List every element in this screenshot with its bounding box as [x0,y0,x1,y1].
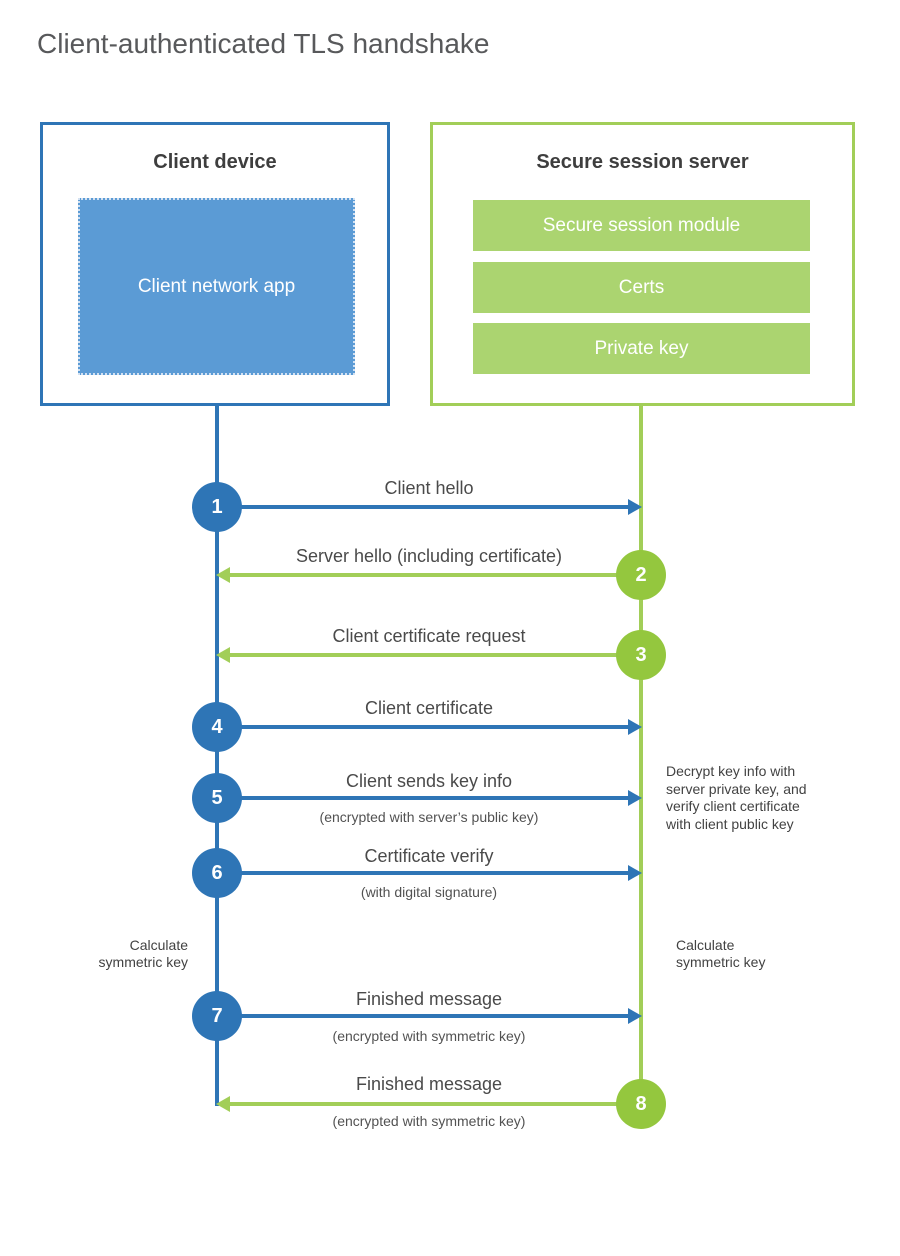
arrow-line [229,1102,641,1106]
arrow-left-icon [216,647,230,663]
step-circle: 1 [192,482,242,532]
message-sublabel: (with digital signature) [360,884,498,900]
arrow-right-icon [628,719,642,735]
client-lifeline [215,404,219,1106]
message-sublabel: (encrypted with symmetric key) [332,1028,526,1044]
calculate-symmetric-key-client: Calculate symmetric key [98,937,188,970]
message-sublabel: (encrypted with server’s public key) [319,809,539,825]
client-device-title: Client device [153,151,277,173]
message-label: Client certificate request [332,626,526,646]
arrow-right-icon [628,1008,642,1024]
arrow-line [229,573,641,577]
server-title: Secure session server [536,151,749,173]
message-label: Server hello (including certificate) [295,546,563,566]
message-sublabel: (encrypted with symmetric key) [332,1113,526,1129]
server-module-secure-session: Secure session module [473,200,810,251]
message-label: Finished message [355,989,503,1009]
server-lifeline [639,404,643,1104]
arrow-left-icon [216,567,230,583]
arrow-right-icon [628,865,642,881]
step-circle: 7 [192,991,242,1041]
page-title: Client-authenticated TLS handshake [37,28,490,59]
step-circle: 3 [616,630,666,680]
arrow-right-icon [628,790,642,806]
arrow-line [217,871,629,875]
server-module-private-key: Private key [473,323,810,374]
message-label: Finished message [355,1074,503,1094]
step-circle: 8 [616,1079,666,1129]
arrow-right-icon [628,499,642,515]
arrow-left-icon [216,1096,230,1112]
arrow-line [217,505,629,509]
client-network-app-box: Client network app [78,198,355,375]
step-circle: 5 [192,773,242,823]
client-network-app-label: Client network app [137,276,296,297]
decrypt-key-note: Decrypt key info with server private key… [666,763,807,832]
message-label: Client certificate [364,698,494,718]
server-module-certs: Certs [473,262,810,313]
client-device-box: Client device Client network app [40,122,390,406]
step-circle: 6 [192,848,242,898]
step-circle: 4 [192,702,242,752]
arrow-line [217,796,629,800]
message-label: Client hello [384,478,474,498]
step-circle: 2 [616,550,666,600]
message-label: Client sends key info [345,771,513,791]
arrow-line [217,725,629,729]
arrow-line [217,1014,629,1018]
secure-session-server-box: Secure session server Secure session mod… [430,122,855,406]
arrow-line [229,653,641,657]
calculate-symmetric-key-server: Calculate symmetric key [676,937,766,970]
message-label: Certificate verify [364,846,494,866]
